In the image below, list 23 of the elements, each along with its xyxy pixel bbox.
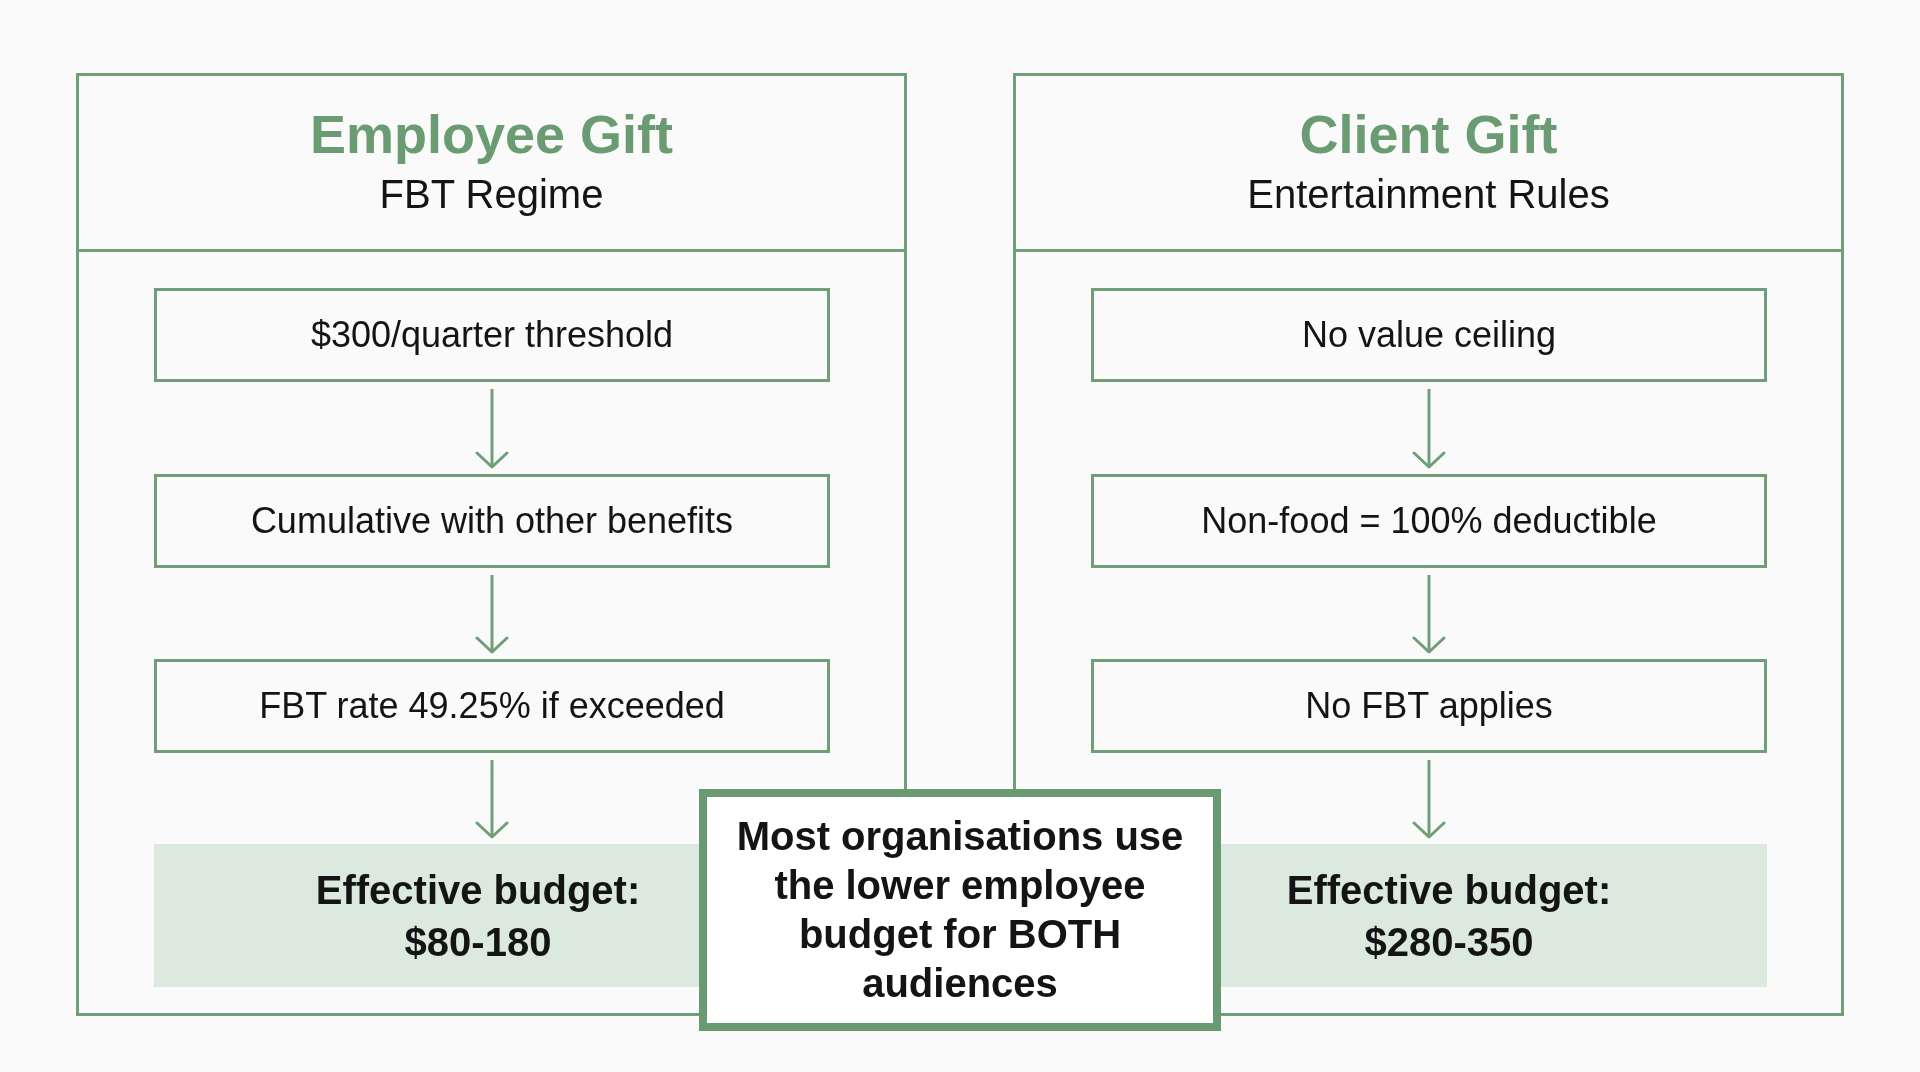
budget-value: $80-180 — [404, 918, 552, 966]
result-band — [1221, 844, 1767, 987]
panel-subtitle: FBT Regime — [379, 170, 604, 217]
arrow — [1412, 575, 1446, 654]
panel-title: Employee Gift — [309, 102, 674, 165]
note-box: Most organisations use the lower employee budget for BOTH audiences — [699, 789, 1221, 1031]
arrow — [475, 575, 509, 654]
process-box: FBT rate 49.25% if exceeded — [154, 659, 830, 753]
arrow — [1412, 760, 1446, 839]
process-box: Cumulative with other benefits — [154, 474, 830, 568]
process-box: No FBT applies — [1091, 659, 1767, 753]
budget-label: Effective budget: — [315, 866, 641, 914]
budget-label: Effective budget: — [1286, 866, 1612, 914]
process-box: $300/quarter threshold — [154, 288, 830, 382]
panel-title: Client Gift — [1299, 102, 1558, 165]
budget-value: $280-350 — [1364, 918, 1534, 966]
process-box: No value ceiling — [1091, 288, 1767, 382]
result-band — [154, 844, 699, 987]
panel-subtitle: Entertainment Rules — [1247, 170, 1610, 217]
arrow — [1412, 389, 1446, 469]
arrow — [475, 389, 509, 469]
process-box: Non-food = 100% deductible — [1091, 474, 1767, 568]
arrow — [475, 760, 509, 839]
